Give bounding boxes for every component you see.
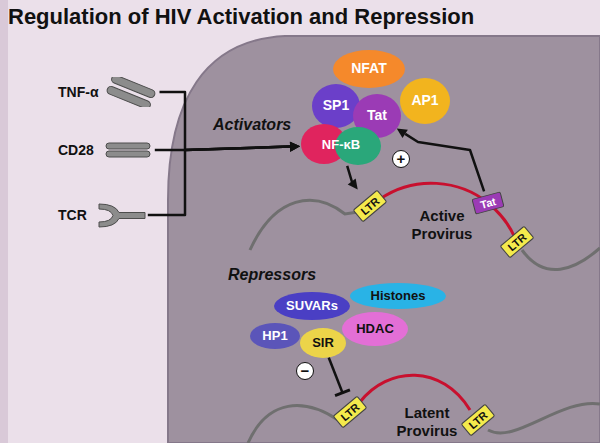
repressor-oval: HP1 <box>250 323 300 349</box>
tat-protein-box: Tat <box>471 191 504 214</box>
receptor-symbol <box>93 200 148 230</box>
host-dna <box>248 406 338 443</box>
cell-membrane <box>0 0 8 443</box>
arrowhead <box>290 142 300 152</box>
receptor-chain <box>106 143 150 149</box>
cd28-receptor: CD28 <box>58 135 155 165</box>
node-text: LTR <box>505 231 529 253</box>
node-text: NFAT <box>351 61 387 76</box>
connector <box>160 92 301 152</box>
repressor-oval: Histones <box>350 283 446 309</box>
node-text: AP1 <box>411 93 438 108</box>
connector <box>148 142 300 215</box>
group-label: Repressors <box>228 266 316 284</box>
receptor-chain <box>106 151 150 157</box>
repression-sign: − <box>296 362 314 380</box>
ltr-box: LTR <box>333 396 368 429</box>
node-text: Tat <box>367 108 387 123</box>
node-text: Tat <box>479 195 497 211</box>
node-text: HP1 <box>262 329 287 343</box>
receptor-label: TNF-α <box>58 84 98 100</box>
connector-line <box>347 166 352 182</box>
nfkb-dimer: NF-κB <box>300 124 382 166</box>
repressor-oval: SIR <box>300 328 346 358</box>
node-text: LTR <box>466 409 490 431</box>
node-text: Histones <box>371 289 426 303</box>
arrowhead <box>290 142 300 152</box>
diagram-title: Regulation of HIV Activation and Repress… <box>8 4 474 30</box>
receptor-chain <box>106 85 152 107</box>
connector-line <box>405 134 484 192</box>
node-text: SP1 <box>323 98 349 113</box>
ltr-box: LTR <box>353 190 388 223</box>
connector <box>347 166 357 190</box>
node-text: SUVARs <box>286 299 338 313</box>
arrowhead <box>290 142 300 152</box>
node-text: HDAC <box>356 322 394 336</box>
tcr-receptor: TCR <box>58 200 148 230</box>
host-dna <box>522 248 600 270</box>
provirus-label: Active Provirus <box>404 207 480 243</box>
host-dna <box>488 403 600 433</box>
ltr-box: LTR <box>500 226 535 259</box>
provirus-label: Latent Provirus <box>391 404 463 440</box>
node-text: NF-κB <box>322 138 360 152</box>
node-text: LTR <box>358 195 382 217</box>
factor-oval: NFAT <box>333 50 405 88</box>
host-dna <box>250 200 358 250</box>
activation-sign: + <box>392 150 410 168</box>
connector-line <box>329 358 343 393</box>
receptor-label: CD28 <box>58 142 94 158</box>
group-label: Activators <box>213 116 291 134</box>
repressor-oval: SUVARs <box>274 292 350 320</box>
ltr-box: LTR <box>461 404 496 437</box>
receptor-symbol <box>100 135 155 165</box>
receptor-label: TCR <box>58 207 87 223</box>
connector <box>329 358 350 396</box>
node-text: LTR <box>338 401 362 423</box>
receptor-symbol <box>104 77 159 107</box>
tnf-receptor: TNF-α <box>58 77 159 107</box>
repressor-oval: HDAC <box>342 312 408 346</box>
factor-circle: AP1 <box>400 78 450 124</box>
node-text: SIR <box>312 336 334 350</box>
receptor-chain <box>99 204 145 227</box>
nucleus <box>168 36 600 443</box>
connector-line <box>148 147 290 215</box>
